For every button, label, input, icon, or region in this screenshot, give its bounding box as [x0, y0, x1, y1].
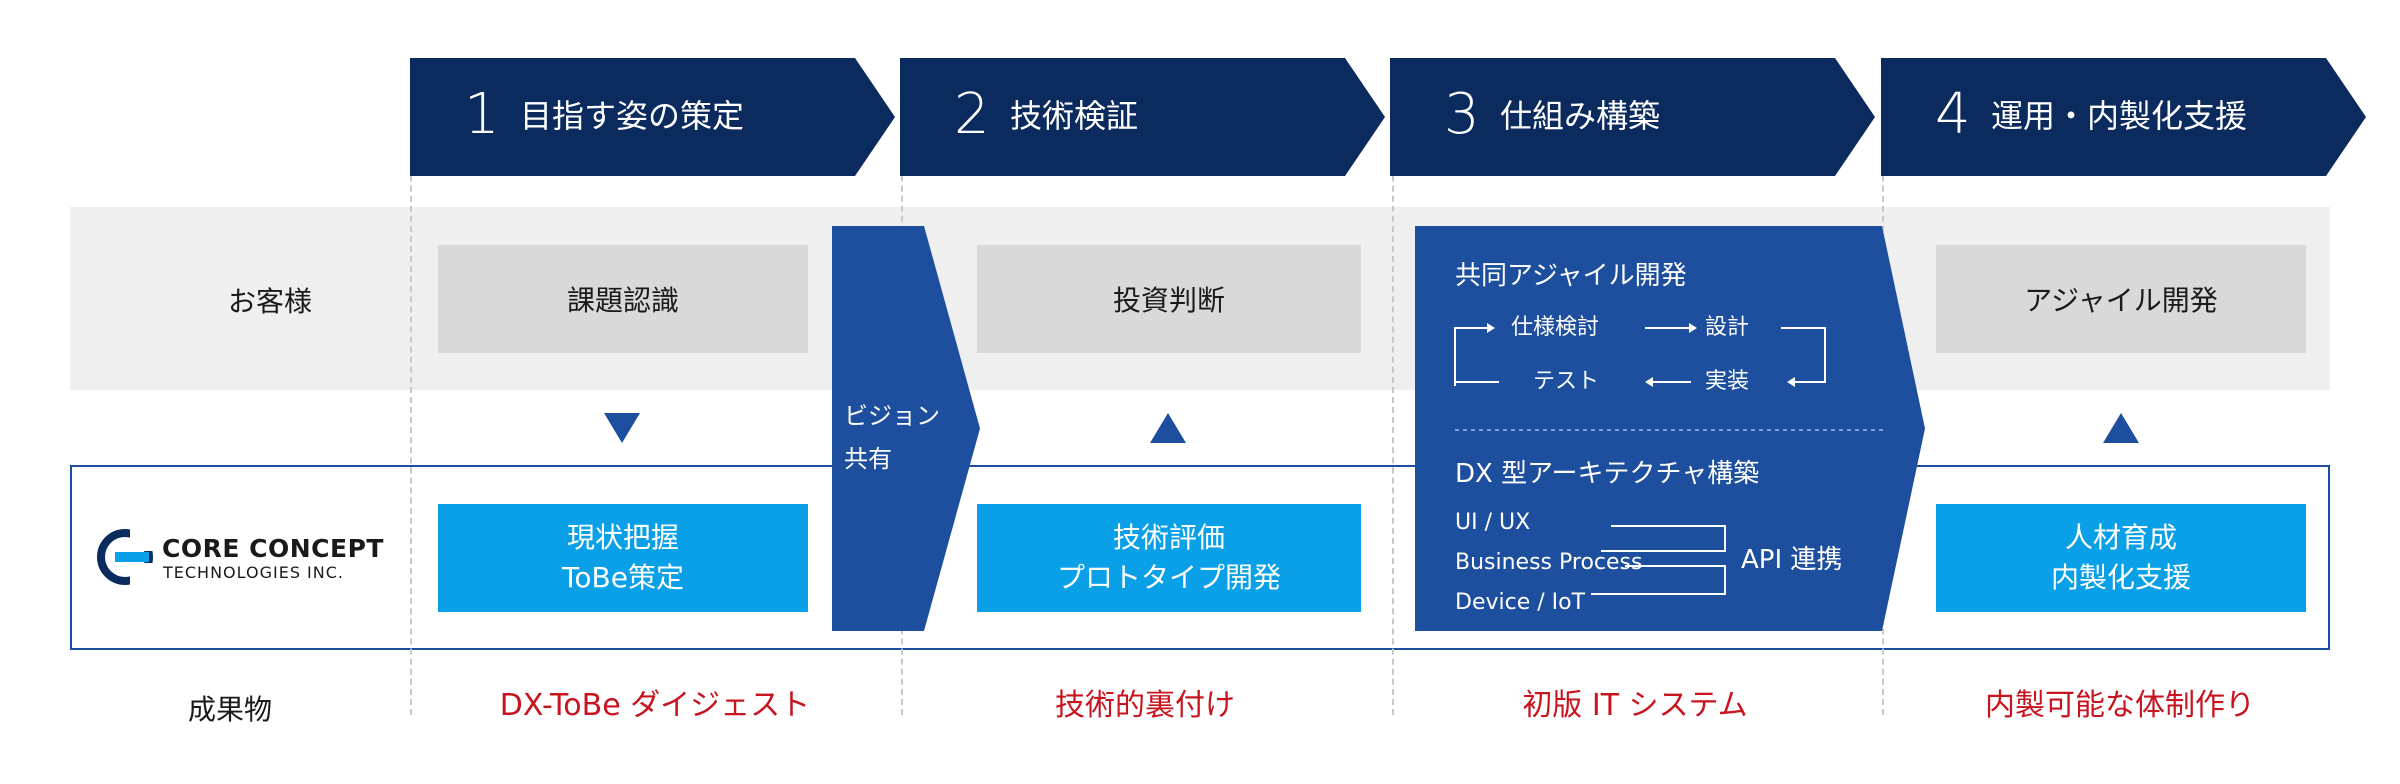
deliverable-3: 初版 IT システム — [1522, 688, 1748, 723]
column-divider — [1392, 95, 1394, 715]
box-line: プロトタイプ開発 — [1056, 561, 1281, 594]
stage-1-header: 1 目指す姿の策定 — [410, 58, 895, 176]
box-line: 内製化支援 — [2050, 561, 2191, 594]
box-line: 現状把握 — [566, 521, 679, 554]
stage-number: 2 — [954, 82, 990, 147]
logo-subname: TECHNOLOGIES INC. — [163, 563, 344, 582]
stage-number: 3 — [1444, 82, 1480, 147]
row-label-deliverable: 成果物 — [187, 693, 272, 726]
logo-name: CORE CONCEPT — [162, 534, 384, 563]
deliverable-4: 内製可能な体制作り — [1985, 688, 2255, 723]
stage-number: 4 — [1935, 82, 1971, 147]
stage-title: 目指す姿の策定 — [520, 97, 745, 135]
arch-item: UI / UX — [1455, 510, 1531, 535]
company-box-tech-evaluation: 技術評価 プロトタイプ開発 — [977, 504, 1361, 612]
customer-box-investment-decision: 投資判断 — [977, 245, 1361, 353]
box-line: 人材育成 — [2064, 521, 2177, 554]
architecture-title: DX 型アーキテクチャ構築 — [1455, 459, 1760, 489]
company-box-talent: 人材育成 内製化支援 — [1936, 504, 2306, 612]
cycle-design: 設計 — [1705, 315, 1750, 340]
company-box-current-state: 現状把握 ToBe策定 — [438, 504, 808, 612]
stage-number: 1 — [464, 82, 500, 147]
api-integration: API 連携 — [1741, 545, 1843, 575]
stage-2-header: 2 技術検証 — [900, 58, 1385, 176]
agile-development-block: 共同アジャイル開発 仕様検討 設計 テスト 実装 DX 型アーキテクチャ構築 U… — [1415, 226, 1925, 631]
arrow-up-icon — [2103, 413, 2139, 443]
stage-title: 仕組み構築 — [1500, 97, 1661, 135]
agile-title: 共同アジャイル開発 — [1455, 261, 1687, 291]
box-line: 技術評価 — [1112, 521, 1225, 554]
stage-4-header: 4 運用・内製化支援 — [1881, 58, 2366, 176]
row-label-customer: お客様 — [227, 285, 312, 318]
customer-box-agile: アジャイル開発 — [1936, 245, 2306, 353]
cycle-arrows-icon — [1454, 323, 1885, 595]
vision-line: ビジョン — [844, 402, 940, 430]
cycle-test: テスト — [1533, 369, 1600, 394]
arrow-down-icon — [604, 413, 640, 443]
stage-title: 運用・内製化支援 — [1991, 97, 2248, 135]
customer-box-issue-recognition: 課題認識 — [438, 245, 808, 353]
stage-title: 技術検証 — [1010, 97, 1139, 135]
arch-item: Business Process — [1455, 550, 1643, 575]
core-concept-logo-icon — [97, 528, 154, 586]
cycle-spec: 仕様検討 — [1511, 315, 1600, 340]
vision-line: 共有 — [844, 445, 892, 473]
deliverable-1: DX-ToBe ダイジェスト — [499, 688, 811, 723]
box-line: ToBe策定 — [562, 561, 684, 594]
deliverable-2: 技術的裏付け — [1055, 688, 1235, 723]
cycle-impl: 実装 — [1705, 369, 1750, 394]
arch-item: Device / IoT — [1455, 590, 1586, 615]
arrow-up-icon — [1150, 413, 1186, 443]
stage-3-header: 3 仕組み構築 — [1390, 58, 1875, 176]
column-divider — [410, 95, 412, 715]
